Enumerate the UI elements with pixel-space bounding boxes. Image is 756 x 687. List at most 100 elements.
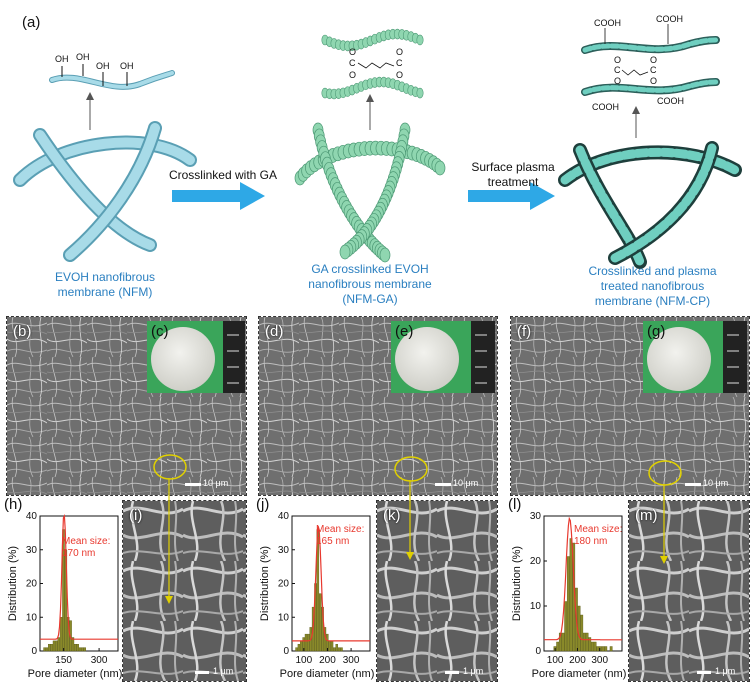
histogram-bar [52,640,56,652]
histogram-bar [78,647,82,652]
histogram-bar [328,640,331,652]
histogram-bar [295,647,298,652]
chem-cooh-1: COOH [594,18,621,28]
y-tick-label: 30 [278,545,290,556]
scale-text-k: 1 μm [463,666,484,676]
y-tick-label: 10 [530,601,542,612]
histogram-bar [57,637,60,652]
histogram-bar [340,647,343,652]
scalebar-b [185,483,201,486]
fit-line [544,516,622,641]
caption-nfm-ga-line2: nanofibrous membrane [308,277,432,291]
scheme-diagram: OH OH OH OH O C O O C O COOH COOH [13,14,742,269]
panel-label-h: (h) [4,496,23,513]
panel-label-k: (k) [383,507,401,524]
cp-chain: COOH COOH COOH COOH O C O O C O [581,14,720,112]
chem-oh-1: OH [55,54,69,64]
y-tick-label: 0 [31,646,37,657]
histogram-bar [76,644,79,652]
chem-oh-4: OH [120,61,134,71]
caption-nfm-cp-line2: treated nanofibrous [600,279,705,293]
ga-fiber-icon [294,122,446,263]
arrow-crosslink [172,182,265,210]
histogram-bar [335,644,338,652]
scale-text-i: 1 μm [213,666,234,676]
chem-c-2: C [396,58,403,68]
y-tick-label: 40 [278,511,290,522]
histogram-bar [588,637,592,652]
panel-label-i: (i) [129,507,143,524]
y-tick-label: 30 [26,545,38,556]
y-tick-label: 10 [278,612,290,623]
x-tick-label: 200 [319,655,336,666]
chem-o-4: O [396,70,403,80]
panel-label-g: (g) [647,323,666,340]
scale-text-f: 10 μm [703,478,729,488]
panel-label-l: (l) [508,496,522,513]
sem-image-nfm: (b) (c) 10 μm [6,316,247,496]
ga-chain: O C O O C O [321,28,424,100]
scalebar-d [435,483,451,486]
arrow2-label-line1: Surface plasma [471,160,555,174]
arrow-plasma [468,182,555,210]
fit-line [292,526,370,642]
histogram-bar [591,641,594,652]
sem-image-nfm-cp: (f) (g) 10 μm [510,316,750,496]
histogram-bar [55,640,58,652]
histogram-bar [300,640,303,652]
bead [339,244,351,260]
histogram-bar [577,605,581,652]
y-tick-label: 0 [283,646,289,657]
histogram-bar [564,601,568,652]
chem-o-3: O [396,47,403,57]
photo-inset-g: (g) [643,321,747,393]
histogram-bar [304,633,308,652]
histogram-bar [593,641,597,652]
panel-label-j: (j) [256,496,270,513]
chem-cooh-2: COOH [656,14,683,24]
x-tick-label: 200 [569,655,586,666]
histogram-bar [307,633,310,652]
panel-label-f: (f) [517,323,532,340]
panel-label-a: (a) [22,14,41,31]
histogram-bar [74,644,77,652]
nfm-fiber-icon [13,121,197,262]
histogram-bar [71,637,75,652]
x-tick-label: 300 [591,655,608,666]
mean-label-l-line1: Mean size: [574,524,623,535]
mean-label-h-line2: 170 nm [62,548,96,559]
chem-cooh-3: COOH [592,102,619,112]
sem-zoom-nfm-ga: (k) 1 μm [376,500,498,682]
chem-o-5: O [614,55,621,65]
y-tick-label: 20 [26,579,38,590]
sem-image-nfm-ga: (d) (e) 10 μm [258,316,498,496]
y-tick-label: 30 [530,511,542,522]
cp-fiber-icon [558,141,742,269]
sem-zoom-nfm-cp: (m) 1 μm [628,500,750,682]
caption-nfm-ga: GA crosslinked EVOH nanofibrous membrane… [285,262,455,307]
chem-oh-3: OH [96,61,110,71]
scalebar-m [697,671,711,674]
bead [434,160,446,176]
scalebar-f [685,483,701,486]
arrow2-label-line2: treatment [487,175,539,189]
histogram-bar [585,632,589,652]
mean-label-j: Mean size: 165 nm [316,524,364,548]
caption-nfm-ga-line1: GA crosslinked EVOH [311,262,429,276]
histogram-bar [333,647,336,652]
histogram-bar [580,614,584,652]
y-tick-label: 40 [26,511,38,522]
y-axis-label: Distribution (%) [259,546,271,621]
y-tick-label: 20 [530,556,542,567]
histogram-bar [556,641,560,652]
arrow1-label: Crosslinked with GA [168,168,278,182]
panel-label-b: (b) [13,323,32,340]
caption-nfm: EVOH nanofibrous membrane (NFM) [20,270,190,300]
histogram-bar [45,647,49,652]
mean-label-h: Mean size: 170 nm [62,536,110,560]
scalebar-i [195,671,209,674]
mean-label-l: Mean size: 180 nm [574,524,622,548]
histogram-bar [569,538,573,652]
scale-text-d: 10 μm [453,478,479,488]
